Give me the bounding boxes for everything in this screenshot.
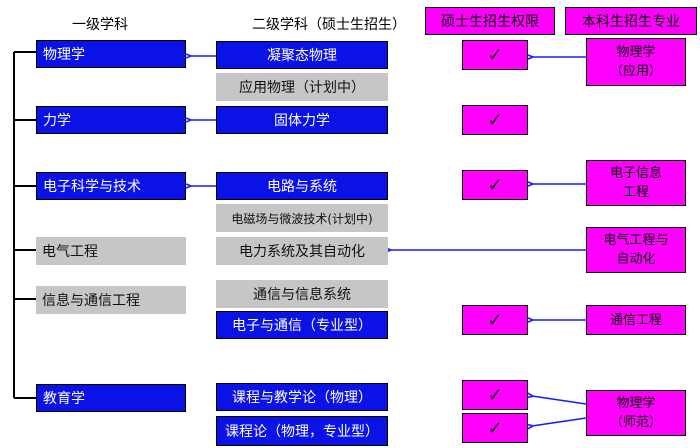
undergrad-line1: 电气工程与 <box>603 233 669 248</box>
level2-curriculum-professional: 课程论（物理，专业型） <box>216 416 388 446</box>
undergrad-line2: 工程 <box>622 185 649 200</box>
undergrad-line1: 电子信息 <box>609 166 662 181</box>
level2-power-systems: 电力系统及其自动化 <box>216 237 388 265</box>
level2-em-microwave: 电磁场与微波技术(计划中) <box>216 204 388 232</box>
undergrad-electrical-automation: 电气工程与 自动化 <box>586 227 686 273</box>
check-condensed-matter: ✓ <box>462 40 528 70</box>
undergrad-line2: 自动化 <box>616 252 656 267</box>
undergrad-line2: （应用） <box>609 64 662 79</box>
check-circuits-systems: ✓ <box>462 170 528 200</box>
undergrad-line1: 物理学 <box>616 45 656 60</box>
check-solid-mechanics: ✓ <box>462 105 528 135</box>
header-level1: 一级学科 <box>72 17 128 33</box>
level1-education: 教育学 <box>36 384 186 412</box>
level2-circuits-systems: 电路与系统 <box>216 172 388 200</box>
undergrad-line1: 物理学 <box>616 396 656 411</box>
level1-physics: 物理学 <box>36 40 186 68</box>
undergrad-comm-engineering: 通信工程 <box>586 305 686 335</box>
level2-solid-mechanics: 固体力学 <box>216 106 388 134</box>
undergrad-line2: （师范） <box>609 415 662 430</box>
arrow-undergrad-edu-2 <box>532 417 587 426</box>
level2-comm-info-systems: 通信与信息系统 <box>216 280 388 308</box>
undergrad-line1: 通信工程 <box>609 312 662 328</box>
header-master-rights: 硕士生招生权限 <box>425 7 555 35</box>
level1-electrical: 电气工程 <box>36 237 186 265</box>
level2-curriculum-physics: 课程与教学论（物理） <box>216 383 388 411</box>
level1-mechanics: 力学 <box>36 106 186 134</box>
arrow-undergrad-edu-1 <box>532 396 587 405</box>
level2-electronics-comm: 电子与通信（专业型） <box>216 311 388 339</box>
level1-info-comm: 信息与通信工程 <box>36 286 186 314</box>
undergrad-physics-applied: 物理学 （应用） <box>586 38 686 86</box>
header-level2: 二级学科（硕士生招生） <box>252 17 406 33</box>
check-curriculum-physics: ✓ <box>462 380 528 410</box>
level2-condensed-matter: 凝聚态物理 <box>216 41 388 69</box>
header-undergrad: 本科生招生专业 <box>565 7 697 35</box>
check-curriculum-professional: ✓ <box>462 413 528 443</box>
undergrad-physics-normal: 物理学 （师范） <box>586 390 686 436</box>
level1-electronics: 电子科学与技术 <box>36 172 186 200</box>
level2-applied-physics: 应用物理（计划中） <box>216 73 388 101</box>
check-electronics-comm: ✓ <box>462 305 528 335</box>
undergrad-electronic-info: 电子信息 工程 <box>586 160 686 206</box>
